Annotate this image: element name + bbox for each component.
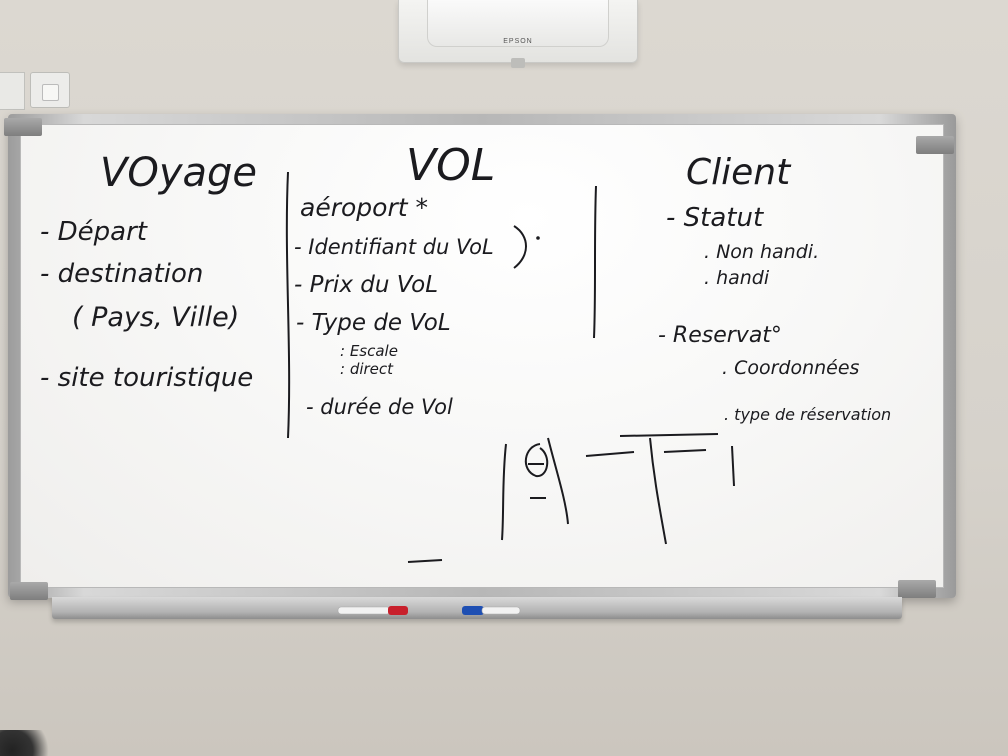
blue-marker[interactable] — [462, 606, 521, 615]
divider-line — [593, 185, 597, 339]
red-marker-cap — [388, 606, 408, 615]
column-item: . handi — [704, 267, 770, 289]
divider-line — [285, 171, 291, 439]
column-item: : direct — [340, 360, 394, 378]
dot-mark — [536, 236, 540, 240]
doodle-strokes — [407, 433, 735, 563]
bracket-mark — [513, 225, 527, 269]
column-item: - Départ — [40, 217, 148, 247]
corner-bracket — [898, 580, 936, 598]
column-item: - site touristique — [40, 363, 253, 393]
column-item: aéroport * — [300, 193, 428, 222]
wall-outlet — [30, 72, 70, 108]
column-item: ( Pays, Ville) — [72, 302, 239, 333]
column-heading-vol: VOL — [406, 140, 495, 191]
whiteboard-surface — [20, 124, 944, 588]
column-item: . Non handi. — [704, 241, 819, 263]
projector-brand: EPSON — [503, 38, 533, 45]
column-item: - Statut — [666, 203, 764, 233]
column-item: - Reservat° — [658, 323, 782, 348]
column-heading-client: Client — [686, 152, 792, 193]
corner-bracket — [10, 582, 48, 600]
column-item: : Escale — [340, 342, 398, 360]
column-item: - durée de Vol — [306, 395, 453, 419]
wall-plate — [0, 72, 25, 110]
column-item: - Type de VoL — [296, 310, 451, 336]
light-switch — [42, 84, 59, 101]
red-marker[interactable] — [337, 606, 408, 615]
column-item: - Identifiant du VoL — [294, 235, 494, 259]
floor-cable — [0, 730, 60, 756]
whiteboard — [8, 114, 956, 598]
column-item: . Coordonnées — [722, 357, 860, 379]
column-item: - destination — [40, 259, 203, 289]
blue-marker-cap — [462, 606, 484, 615]
ceiling-projector: EPSON — [398, 0, 638, 68]
column-item: . type de réservation — [724, 405, 891, 424]
column-heading-voyage: VOyage — [100, 150, 257, 196]
column-item: - Prix du VoL — [294, 272, 438, 298]
corner-bracket — [4, 118, 42, 136]
corner-bracket — [916, 136, 954, 154]
